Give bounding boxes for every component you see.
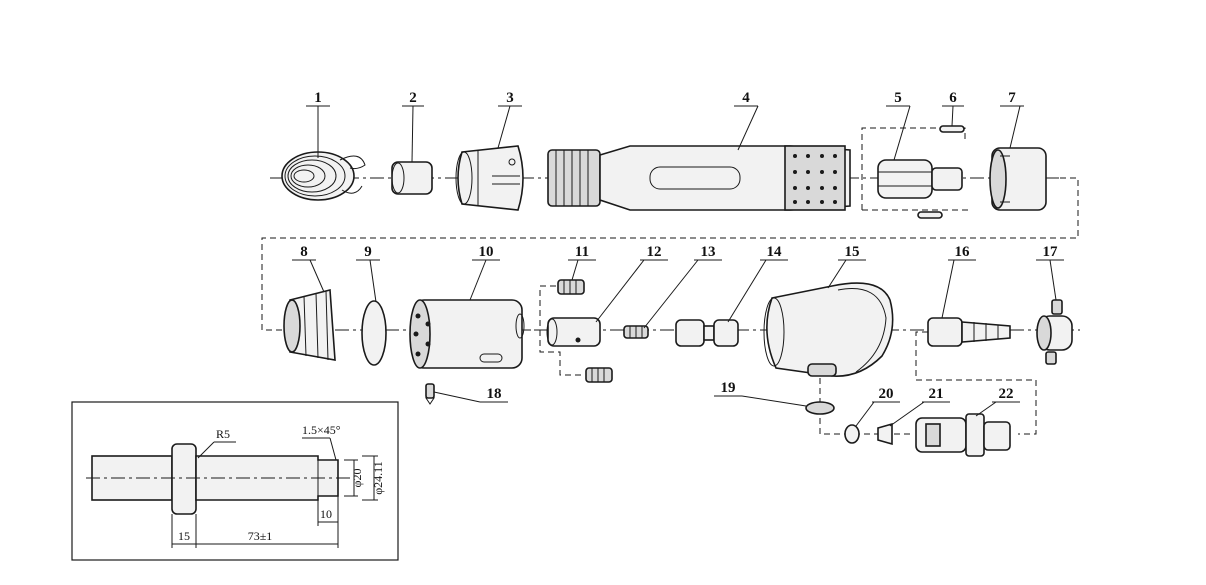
callout-4: 4 bbox=[734, 90, 759, 151]
part-10-housing bbox=[409, 299, 525, 369]
callout-21: 21 bbox=[889, 386, 950, 427]
svg-text:21: 21 bbox=[929, 386, 944, 402]
callout-19: 19 bbox=[714, 380, 807, 407]
part-8-buffer bbox=[283, 288, 336, 361]
callout-15: 15 bbox=[827, 244, 866, 289]
callout-7: 7 bbox=[1000, 90, 1024, 149]
svg-text:10: 10 bbox=[479, 244, 494, 260]
callout-20: 20 bbox=[855, 386, 900, 427]
callout-13: 13 bbox=[643, 244, 722, 329]
svg-text:9: 9 bbox=[364, 244, 372, 260]
svg-text:20: 20 bbox=[879, 386, 894, 402]
assembly-box-top bbox=[861, 127, 966, 210]
svg-text:3: 3 bbox=[506, 90, 514, 106]
detail-inset: R5 1.5×45° φ20 φ24.11 73±1 15 10 bbox=[71, 401, 399, 561]
callout-11: 11 bbox=[568, 244, 596, 281]
part-7-end-cap bbox=[989, 147, 1047, 211]
part-22-fitting bbox=[915, 413, 1011, 457]
svg-text:11: 11 bbox=[575, 244, 589, 260]
part-5-valve bbox=[877, 159, 963, 199]
callout-22: 22 bbox=[975, 386, 1020, 417]
svg-text:19: 19 bbox=[721, 380, 736, 396]
callout-17: 17 bbox=[1036, 244, 1064, 301]
part-14-plunger bbox=[675, 319, 739, 347]
svg-text:14: 14 bbox=[767, 244, 783, 260]
callout-18: 18 bbox=[433, 386, 508, 403]
large-diameter-label: φ24.11 bbox=[371, 461, 385, 494]
part-11-springs bbox=[557, 279, 613, 383]
collar-width-label: 15 bbox=[178, 529, 190, 543]
length-label: 73±1 bbox=[248, 529, 273, 543]
svg-text:1: 1 bbox=[314, 90, 322, 106]
callout-6: 6 bbox=[942, 90, 964, 127]
callout-10: 10 bbox=[469, 244, 500, 301]
callout-12: 12 bbox=[595, 244, 668, 323]
callout-2: 2 bbox=[402, 90, 424, 163]
svg-text:7: 7 bbox=[1008, 90, 1016, 106]
part-12-sleeve bbox=[546, 317, 601, 347]
callout-14: 14 bbox=[727, 244, 788, 323]
chamfer-label: 1.5×45° bbox=[302, 423, 341, 437]
radius-label: R5 bbox=[216, 427, 230, 441]
svg-text:15: 15 bbox=[845, 244, 860, 260]
svg-text:2: 2 bbox=[409, 90, 417, 106]
part-9-disc bbox=[361, 300, 387, 366]
part-6-pin bbox=[917, 125, 965, 219]
spring-guide-bottom bbox=[539, 330, 584, 376]
svg-text:22: 22 bbox=[999, 386, 1014, 402]
svg-text:12: 12 bbox=[647, 244, 662, 260]
part-20-washer bbox=[844, 424, 860, 444]
fitting-guide-line bbox=[915, 331, 1037, 435]
part-1-coil-spring bbox=[281, 151, 366, 201]
tip-length-label: 10 bbox=[320, 507, 332, 521]
svg-text:13: 13 bbox=[701, 244, 716, 260]
part-16-nipple bbox=[927, 317, 1011, 347]
part-21-washer bbox=[877, 422, 893, 446]
part-17-swivel bbox=[1036, 299, 1073, 365]
svg-text:16: 16 bbox=[955, 244, 971, 260]
svg-text:5: 5 bbox=[894, 90, 902, 106]
callout-8: 8 bbox=[292, 244, 325, 293]
svg-text:6: 6 bbox=[949, 90, 957, 106]
callout-5: 5 bbox=[886, 90, 911, 161]
part-2-bushing bbox=[391, 161, 433, 195]
small-diameter-label: φ20 bbox=[350, 469, 364, 488]
part-15-handle bbox=[763, 282, 894, 377]
svg-text:17: 17 bbox=[1043, 244, 1059, 260]
callout-1: 1 bbox=[306, 90, 330, 158]
svg-text:4: 4 bbox=[742, 90, 750, 106]
part-18-screw bbox=[425, 383, 435, 405]
callout-9: 9 bbox=[356, 244, 380, 303]
row-connector-line bbox=[261, 177, 1079, 331]
svg-text:18: 18 bbox=[487, 386, 502, 402]
part-19-o-ring bbox=[805, 401, 835, 415]
part-3-collar-nut bbox=[455, 145, 524, 211]
svg-text:8: 8 bbox=[300, 244, 308, 260]
callout-3: 3 bbox=[497, 90, 522, 149]
part-4-barrel bbox=[547, 145, 851, 211]
callout-16: 16 bbox=[941, 244, 976, 319]
part-13-spring bbox=[623, 325, 649, 339]
